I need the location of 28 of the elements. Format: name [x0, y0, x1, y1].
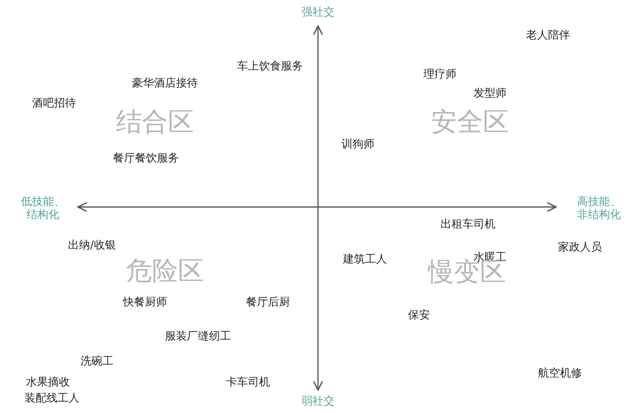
job-label: 快餐厨师	[123, 295, 167, 309]
job-label: 航空机修	[538, 366, 582, 380]
job-label: 理疗师	[424, 67, 456, 81]
job-label: 老人陪伴	[526, 28, 570, 42]
zone-title: 结合区	[116, 107, 194, 139]
job-label: 保安	[408, 308, 430, 322]
job-label: 餐厅后厨	[246, 295, 290, 309]
job-label: 酒吧招待	[32, 96, 76, 110]
axis-label: 强社交	[302, 5, 334, 19]
job-label: 出纳/收银	[68, 238, 116, 252]
job-label: 豪华酒店接待	[132, 76, 198, 90]
job-label: 建筑工人	[343, 252, 387, 266]
job-label: 装配线工人	[24, 391, 80, 405]
job-label: 车上饮食服务	[237, 59, 303, 73]
job-label: 训狗师	[342, 137, 374, 151]
axis-label: 高技能、非结构化	[576, 194, 622, 222]
job-label: 卡车司机	[226, 375, 270, 389]
axis-label: 低技能、结构化	[20, 194, 66, 222]
job-label: 出租车司机	[440, 217, 496, 231]
job-label: 服装厂缝纫工	[165, 329, 231, 343]
axis-label: 弱社交	[302, 394, 334, 408]
job-label: 洗碗工	[80, 354, 114, 368]
job-label: 发型师	[474, 86, 506, 100]
job-label: 水果摘收	[26, 375, 70, 389]
job-label: 家政人员	[558, 240, 602, 254]
zone-title: 安全区	[431, 107, 509, 139]
zone-title: 危险区	[126, 256, 204, 288]
job-label: 餐厅餐饮服务	[113, 151, 179, 165]
